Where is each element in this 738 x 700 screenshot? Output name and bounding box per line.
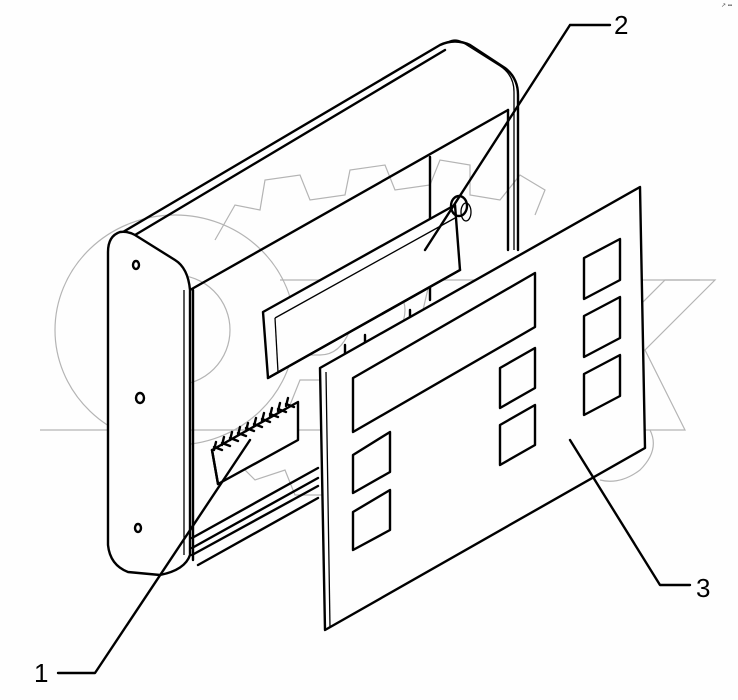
leader-2 — [423, 23, 612, 252]
housing — [106, 39, 520, 577]
front-membrane-panel — [318, 185, 647, 632]
callout-2: 2 — [614, 10, 629, 40]
display-module — [261, 194, 472, 380]
leader-1 — [56, 438, 252, 675]
leader-lines — [56, 23, 692, 675]
callout-3: 3 — [696, 573, 711, 603]
leader-3 — [568, 438, 692, 587]
callout-1: 1 — [34, 658, 49, 688]
corner-mark: ↗ ▪▪ — [721, 3, 732, 9]
